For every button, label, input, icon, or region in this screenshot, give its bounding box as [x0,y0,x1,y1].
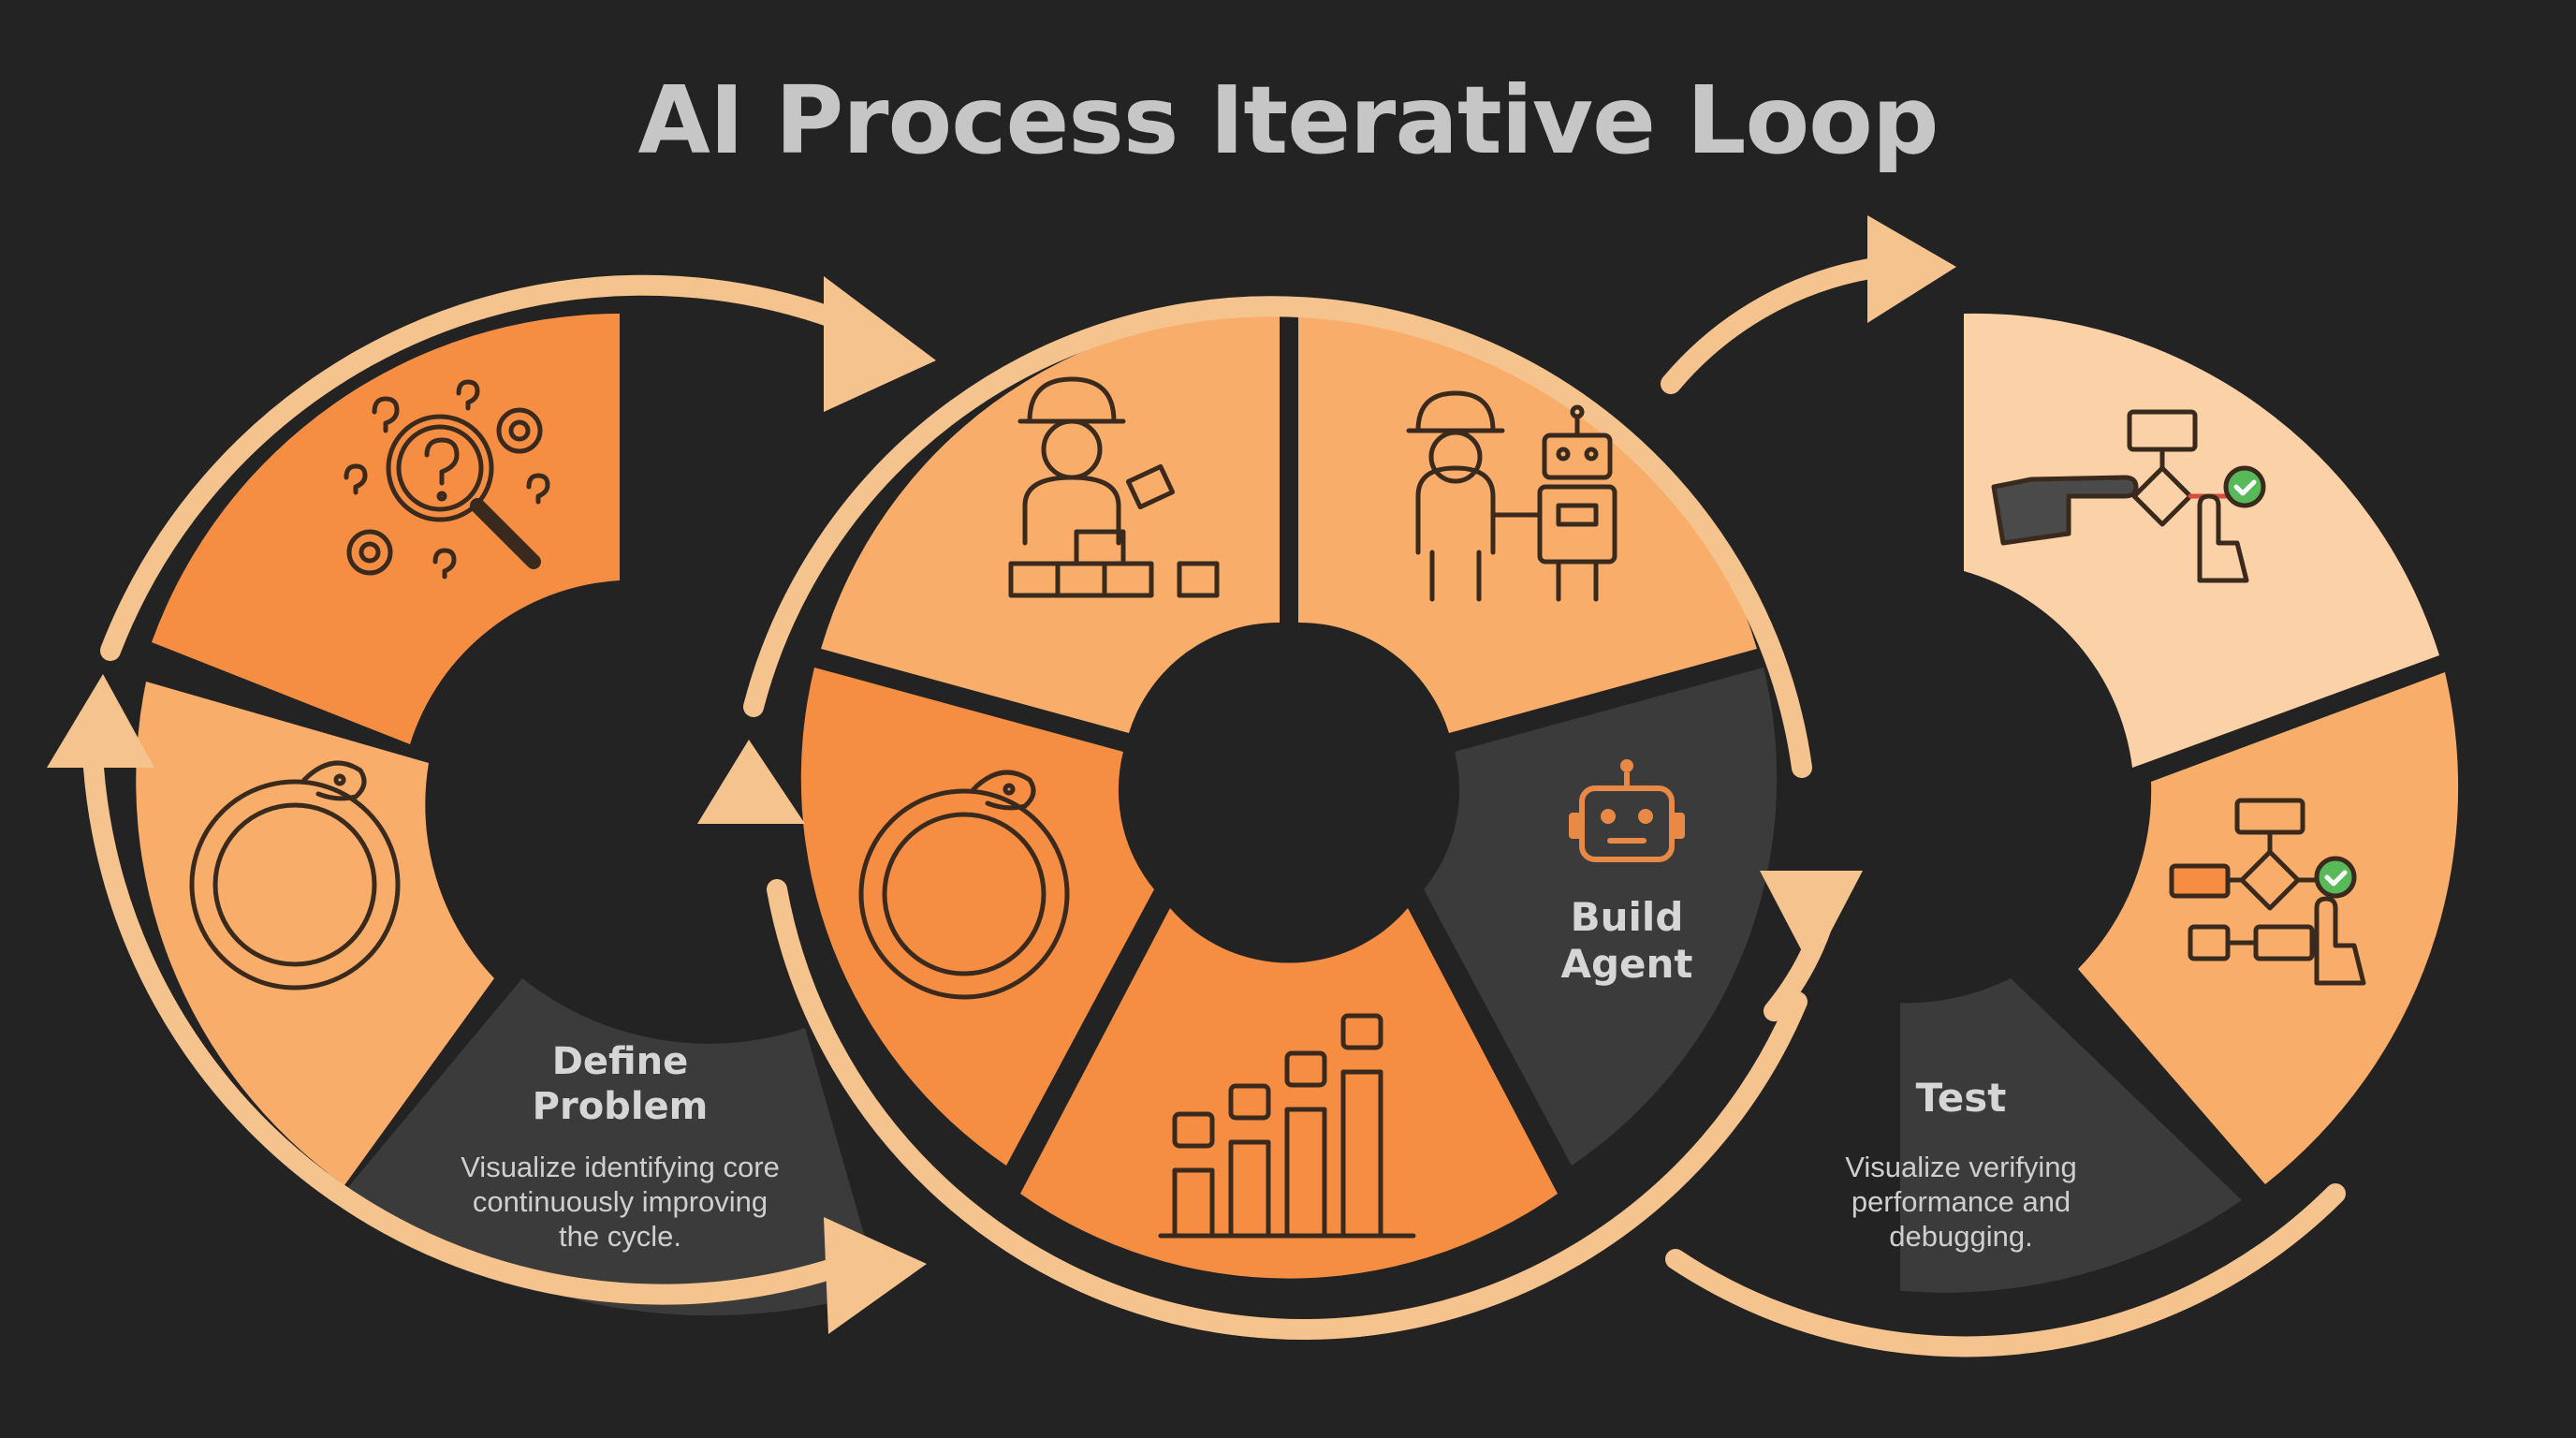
arrowhead-left-bottom [824,1217,927,1334]
robots-bar-chart-icon [1158,1013,1416,1239]
segment-build-dark [1424,668,1778,1166]
stage-label-line: Define [551,1040,689,1083]
stage-label-line: Problem [532,1085,709,1128]
segment-test-dark [1900,978,2242,1293]
wheel-build-agent [800,312,1778,1279]
description-line: the cycle. [559,1220,681,1254]
robot-head-icon [1569,759,1685,862]
segment-define-dark [348,978,880,1316]
stage-label-test: Test [1872,1075,2050,1122]
stage-description-test: Visualize verifying performance and debu… [1793,1150,2130,1255]
page-title: AI Process Iterative Loop [637,66,1939,175]
ouroboros-icon [189,760,401,990]
worker-building-blocks-icon [1008,376,1220,598]
magnifier-question-gears-icon [344,379,550,580]
flowchart-check-icon [2169,798,2366,986]
description-line: Visualize verifying [1845,1151,2077,1183]
description-line: debugging. [1889,1220,2033,1254]
segment-build-bottom [1020,908,1558,1279]
stage-label-build-agent: Build Agent [1533,894,1720,989]
description-line: performance and [1851,1185,2071,1219]
arrowhead-left-up [47,674,154,768]
arrow-heads [47,215,1956,1334]
segment-build-top-left [821,312,1280,733]
arrowhead-right-top [1867,215,1956,323]
worker-with-robot-icon [1406,390,1617,602]
ouroboros-icon [858,770,1070,1000]
description-line: Visualize identifying core [461,1151,780,1183]
stage-description-define-problem: Visualize identifying core continuously … [421,1150,819,1255]
stage-label-define-problem: Define Problem [524,1039,716,1129]
stage-label-line: Build [1570,894,1684,940]
segment-build-top-right [1298,312,1757,733]
hand-pointing-flowchart-icon [1991,409,2266,583]
arrowhead-center-down [1760,871,1863,969]
wheel-test [1900,313,2459,1293]
arrowhead-left-top [824,276,936,412]
segment-build-left [800,668,1154,1166]
stage-label-line: Agent [1560,941,1693,988]
arrowhead-center-up [697,740,805,824]
stage-label-line: Test [1915,1075,2007,1121]
segment-define-top [152,314,620,744]
description-line: continuously improving [472,1185,768,1219]
